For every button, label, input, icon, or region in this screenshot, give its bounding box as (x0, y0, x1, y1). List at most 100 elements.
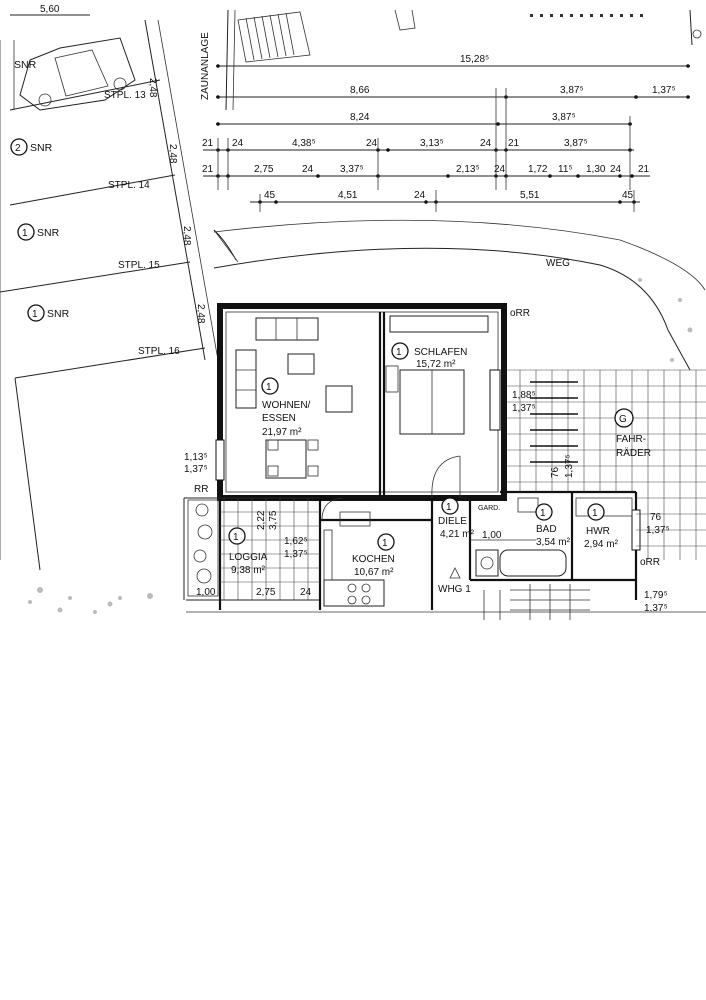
room-diele-num: 1 (446, 502, 452, 513)
plants-icon (187, 499, 219, 597)
car-icon (19, 37, 136, 111)
svg-text:21: 21 (508, 138, 520, 149)
parking-16-badge (27, 304, 45, 322)
loggia-tiles (220, 498, 320, 600)
room-schlafen-area: 15,72 m² (416, 359, 456, 370)
svg-text:4,51: 4,51 (338, 190, 358, 201)
svg-text:2,75: 2,75 (254, 164, 274, 175)
diele-door-dim: 1,00 (482, 530, 502, 541)
room-wohnen-num: 1 (266, 382, 272, 393)
room-fahr-name1: FAHR- (616, 434, 646, 445)
room-bad-badge (535, 503, 553, 521)
room-wohnen-name2: ESSEN (262, 413, 296, 424)
schlafen-window-dim1: 1,88⁵ (512, 390, 536, 401)
parking-14-label: SNR (30, 142, 53, 154)
room-loggia-num: 1 (233, 532, 239, 543)
room-diele-area: 4,21 m² (440, 529, 475, 540)
parking-13-spot: STPL. 13 (104, 90, 146, 101)
window-left-dim1: 1,13⁵ (184, 452, 208, 463)
room-bad-area: 3,54 m² (536, 537, 571, 548)
room-loggia-badge (228, 527, 246, 545)
svg-text:5,51: 5,51 (520, 190, 540, 201)
loggia-window-dim1: 1,62⁵ (284, 536, 308, 547)
room-wohnen-name1: WOHNEN/ (262, 400, 311, 411)
schlafen-window-dim2: 1,37⁵ (512, 403, 536, 414)
svg-text:24: 24 (414, 190, 426, 201)
svg-text:24: 24 (480, 138, 492, 149)
svg-text:21: 21 (202, 138, 214, 149)
svg-text:45: 45 (264, 190, 276, 201)
room-kochen-area: 10,67 m² (354, 567, 394, 578)
room-hwr-area: 2,94 m² (584, 539, 619, 550)
parking-area (0, 19, 219, 571)
svg-text:3,87⁵: 3,87⁵ (552, 112, 576, 123)
svg-text:24: 24 (366, 138, 378, 149)
parking-13-dim: 2,48 (147, 78, 158, 98)
rr-right: oRR (640, 557, 660, 568)
parking-15-num: 1 (22, 228, 28, 239)
fahr-small-dim1: 76 (550, 466, 561, 478)
room-wohnen-area: 21,97 m² (262, 427, 302, 438)
room-diele-name: DIELE (438, 516, 467, 527)
svg-text:24: 24 (494, 164, 506, 175)
svg-text:1,30: 1,30 (586, 164, 606, 175)
hwr-window-dim2: 1,37⁵ (646, 525, 670, 536)
room-fahr-num: G (619, 414, 627, 425)
bottom-dim-1: 1,00 (196, 587, 216, 598)
svg-text:24: 24 (302, 164, 314, 175)
fence-label: ZAUNANLAGE (200, 32, 211, 100)
loggia-window-dim2: 1,37⁵ (284, 549, 308, 560)
svg-text:8,24: 8,24 (350, 112, 370, 123)
room-hwr-badge (587, 503, 605, 521)
rr-top: oRR (510, 308, 530, 319)
svg-text:4,38⁵: 4,38⁵ (292, 138, 316, 149)
loggia-side-dim2: 3,75 (268, 510, 279, 530)
svg-text:8,66: 8,66 (350, 85, 370, 96)
floor-plan: 5,60 ZAUNANLAGE (0, 4, 706, 620)
svg-text:1,37⁵: 1,37⁵ (652, 85, 676, 96)
bottom-dim-3: 24 (300, 587, 312, 598)
room-schlafen-badge (391, 342, 409, 360)
corner-window-dim1: 1,79⁵ (644, 590, 668, 601)
parking-14-spot: STPL. 14 (108, 180, 150, 191)
svg-text:21: 21 (202, 164, 214, 175)
room-kochen-name: KOCHEN (352, 554, 395, 565)
room-hwr-name: HWR (586, 526, 610, 537)
loggia-side-dim1: 2,22 (256, 510, 267, 530)
svg-text:45: 45 (622, 190, 634, 201)
building (183, 229, 641, 610)
svg-text:21: 21 (638, 164, 650, 175)
parking-16-label: SNR (47, 308, 70, 320)
parking-16-num: 1 (32, 309, 38, 320)
room-fahr-badge (614, 408, 634, 428)
window-left-dim2: 1,37⁵ (184, 464, 208, 475)
parking-14-badge (10, 138, 28, 156)
hwr-window-dim1: 76 (650, 512, 662, 523)
rr-left: RR (194, 484, 208, 495)
room-loggia-area: 9,38 m² (231, 565, 266, 576)
corner-window-dim2: 1,37⁵ (644, 603, 668, 614)
bed-icon (385, 315, 489, 435)
svg-text:24: 24 (232, 138, 244, 149)
whg-label: WHG 1 (438, 584, 471, 595)
fahr-small-dim2: 1,37⁵ (564, 454, 575, 478)
gard-label: GARD. (478, 505, 500, 512)
room-wohnen-badge (261, 377, 279, 395)
bike-area-grid (506, 369, 706, 560)
dimension-lines (203, 64, 690, 212)
stairs-bottom (449, 567, 590, 620)
svg-text:2,13⁵: 2,13⁵ (456, 164, 480, 175)
dimension-labels: 15,28⁵ 8,66 3,87⁵ 1,37⁵ 8,24 3,87⁵ 21 24… (202, 54, 676, 201)
room-hwr-num: 1 (592, 508, 598, 519)
parking-16-spot: STPL. 16 (138, 346, 180, 357)
room-schlafen-name: SCHLAFEN (414, 347, 467, 358)
parking-15-spot: STPL. 15 (118, 260, 160, 271)
parking-15-badge (17, 223, 35, 241)
parking-13-label: SNR (14, 59, 37, 71)
living-furniture (235, 317, 353, 479)
room-bad-name: BAD (536, 524, 557, 535)
parking-15-label: SNR (37, 227, 60, 239)
bicycle-icons (530, 381, 578, 463)
room-loggia-name: LOGGIA (229, 552, 268, 563)
room-schlafen-num: 1 (396, 347, 402, 358)
